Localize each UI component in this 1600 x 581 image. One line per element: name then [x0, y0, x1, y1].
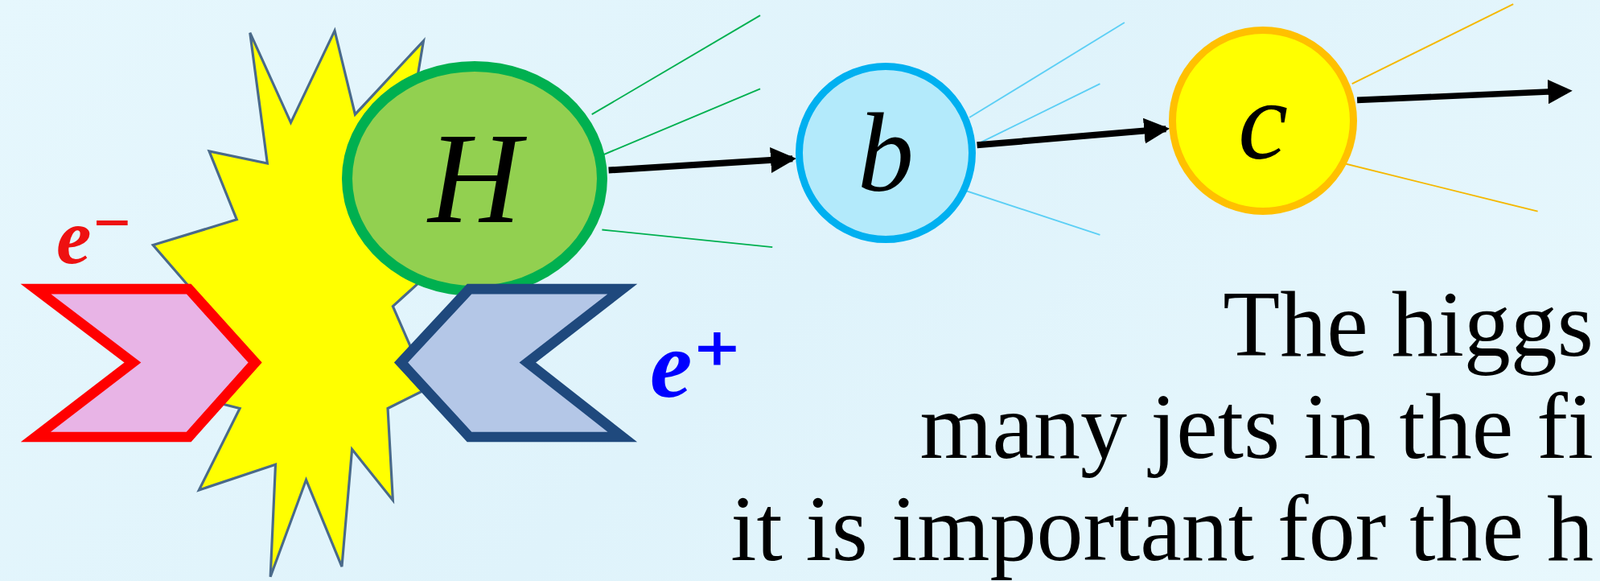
body-text: The higgs: [1222, 277, 1594, 371]
electron-chevron: [35, 288, 256, 437]
particle-symbol: H: [427, 114, 522, 243]
decay-arrow: [977, 128, 1167, 145]
particle-symbol: c: [1238, 64, 1288, 177]
outgoing-arrow: [1357, 90, 1567, 100]
particle-circle: H: [341, 61, 608, 297]
positron-chevron: [401, 288, 623, 437]
particle-circle: b: [795, 62, 976, 243]
jet-lines: [589, 4, 1538, 247]
particle-symbol: b: [857, 96, 914, 210]
decay-arrow: [608, 158, 794, 170]
particle-circle: c: [1168, 26, 1358, 215]
electron-label: e⁻: [56, 197, 133, 276]
body-text: many jets in the fi: [919, 379, 1594, 474]
positron-label: e⁺: [649, 317, 743, 413]
body-text: it is important for the h: [730, 481, 1594, 576]
